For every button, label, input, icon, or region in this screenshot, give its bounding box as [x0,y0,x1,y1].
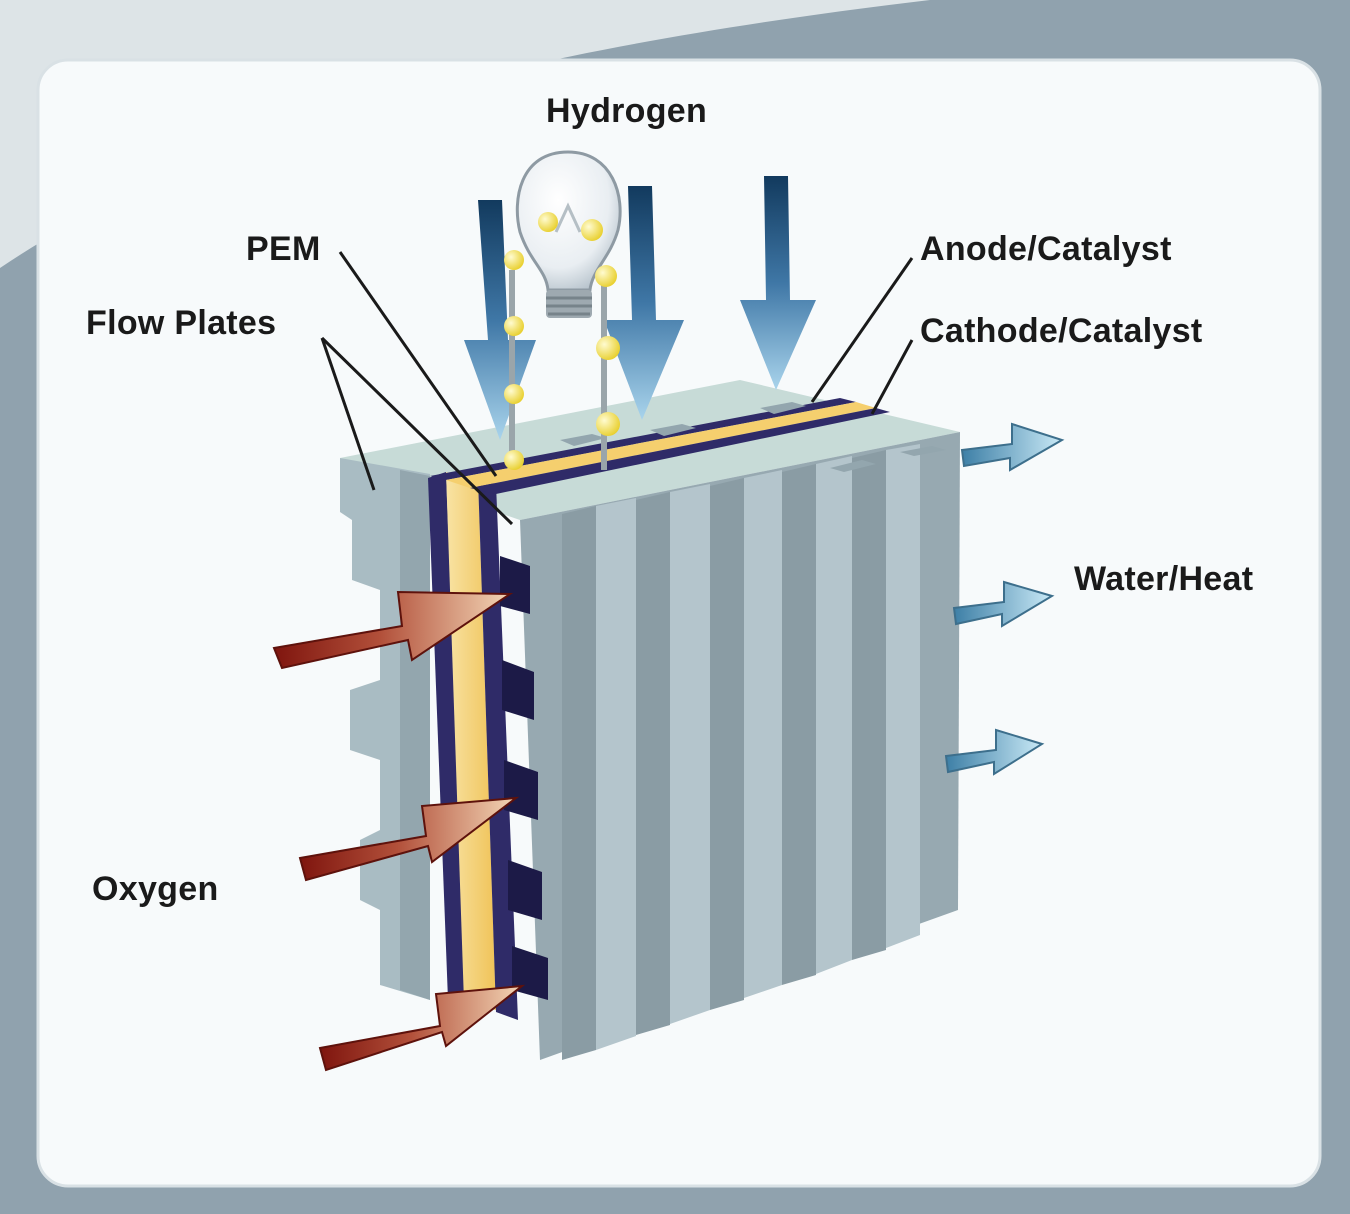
label-hydrogen: Hydrogen [546,92,708,130]
flow-channels [500,556,548,1000]
electron-dots [504,212,620,470]
label-flow-plates: Flow Plates [86,304,277,342]
leader-lines [320,251,914,526]
label-anode-catalyst: Anode/Catalyst [920,230,1172,268]
water-heat-arrow-icon [944,422,1065,776]
light-bulb-icon [504,150,622,470]
label-oxygen: Oxygen [92,870,219,908]
top-notches [560,402,946,472]
label-cathode-catalyst: Cathode/Catalyst [920,312,1203,350]
label-water-heat: Water/Heat [1074,560,1254,598]
oxygen-arrow-icon [272,590,526,1072]
label-pem: PEM [246,230,321,268]
flow-plate-right [520,432,960,1060]
hydrogen-arrow-icon [464,176,816,440]
